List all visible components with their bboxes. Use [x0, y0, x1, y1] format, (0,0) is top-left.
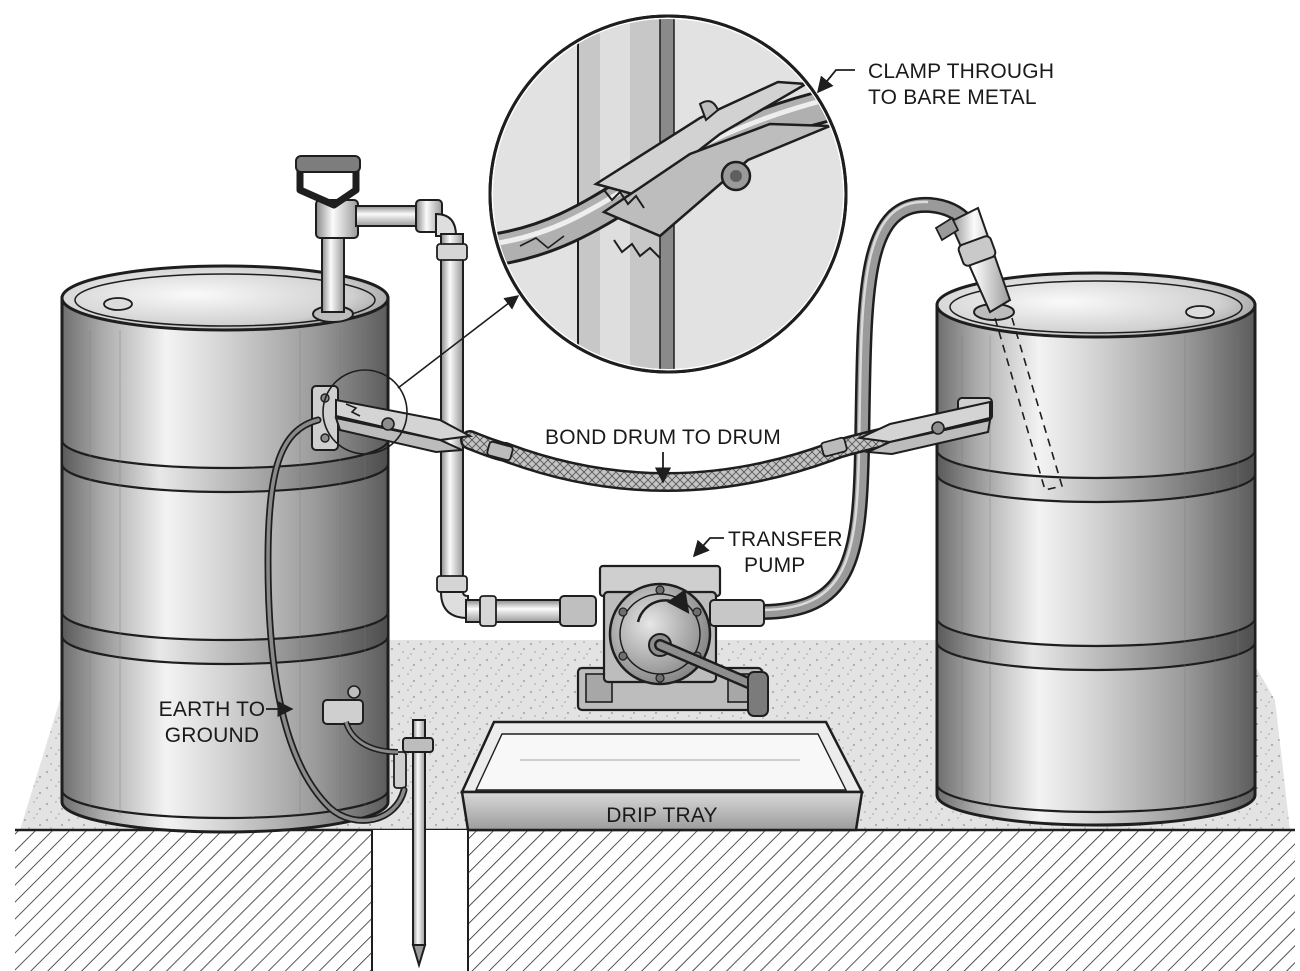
bond-label: BOND DRUM TO DRUM: [545, 426, 781, 449]
pump-label-line2: PUMP: [744, 554, 805, 577]
earth-label-line2: GROUND: [165, 724, 260, 747]
left-drum: [60, 264, 390, 834]
clamp-detail-callout: [322, 14, 848, 455]
drip-tray-label: DRIP TRAY: [606, 804, 718, 827]
earth-label-group: EARTH TO GROUND: [159, 698, 294, 747]
earth-label-line1: EARTH TO: [159, 698, 266, 721]
ground-rod: [371, 719, 469, 971]
right-drum: [935, 271, 1257, 827]
left-bond-clamp: [334, 398, 474, 454]
clamp-label-line1: CLAMP THROUGH: [868, 60, 1054, 83]
earth-cable: [264, 416, 408, 824]
transfer-pump: [576, 564, 769, 717]
bond-label-group: BOND DRUM TO DRUM: [545, 426, 781, 484]
right-bond-clamp: [856, 400, 992, 456]
clamp-label-group: CLAMP THROUGH TO BARE METAL: [816, 60, 1054, 109]
drum-pump-pipe: [295, 155, 597, 627]
clamp-label-line2: TO BARE METAL: [868, 86, 1037, 109]
pump-label-line1: TRANSFER: [728, 528, 843, 551]
drip-tray: [460, 720, 865, 832]
discharge-hose: [752, 196, 1012, 620]
pump-label-group: TRANSFER PUMP: [692, 528, 843, 577]
